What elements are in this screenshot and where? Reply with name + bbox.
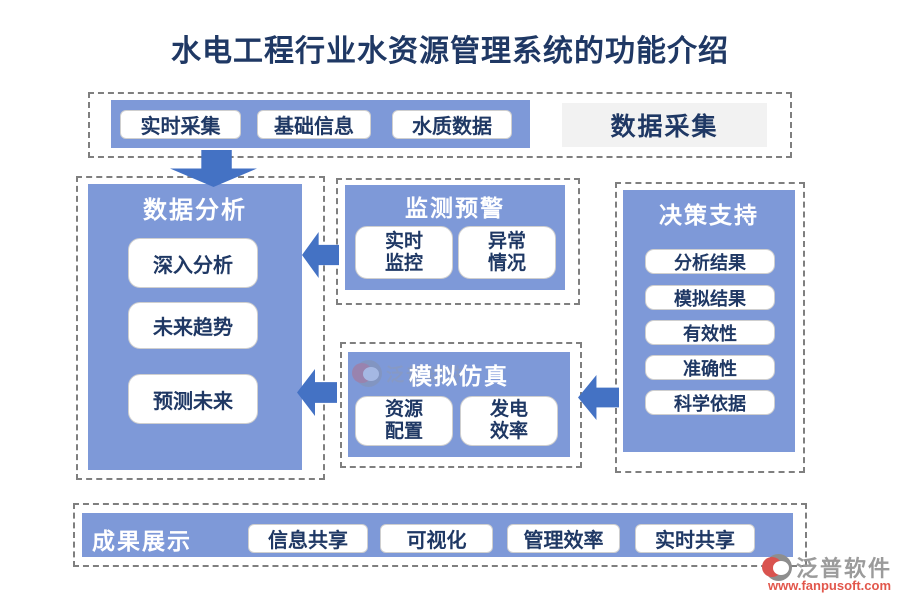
fanpu-logo: 泛普软件 bbox=[762, 551, 893, 583]
button-line: 资源 bbox=[384, 399, 423, 421]
button-line: 发电 bbox=[489, 399, 528, 421]
button-realtime-sharing[interactable]: 实时共享 bbox=[635, 524, 755, 553]
data-collection-group bbox=[88, 92, 792, 158]
button-deep-analysis[interactable]: 深入分析 bbox=[128, 238, 258, 288]
fanpu-logo-icon bbox=[352, 360, 382, 387]
button-management-efficiency[interactable]: 管理效率 bbox=[507, 524, 620, 553]
button-line: 效率 bbox=[489, 421, 528, 442]
button-line: 监控 bbox=[384, 252, 423, 274]
button-line: 情况 bbox=[487, 252, 526, 274]
fanpu-brand-text: 泛普软件 bbox=[386, 364, 466, 385]
monitoring-group bbox=[336, 178, 580, 305]
fanpu-watermark-faint: 泛普软件 bbox=[352, 360, 466, 387]
results-group bbox=[73, 503, 807, 567]
button-basic-info[interactable]: 基础信息 bbox=[257, 110, 371, 139]
button-effectiveness[interactable]: 有效性 bbox=[645, 320, 775, 345]
data-analysis-title: 数据分析 bbox=[143, 198, 247, 224]
button-line: 实时 bbox=[384, 230, 423, 252]
button-line: 配置 bbox=[384, 421, 423, 442]
page-title: 水电工程行业水资源管理系统的功能介绍 bbox=[171, 35, 729, 68]
button-future-trend[interactable]: 未来趋势 bbox=[128, 302, 258, 349]
fanpu-brand-text: 泛普软件 bbox=[796, 556, 893, 581]
simulation-group bbox=[340, 342, 582, 468]
simulation-title: 模拟仿真 bbox=[409, 364, 509, 389]
decision-support-title: 决策支持 bbox=[659, 203, 759, 228]
button-resource-allocation[interactable]: 资源 配置 bbox=[355, 396, 453, 446]
monitoring-title: 监测预警 bbox=[405, 196, 505, 221]
button-scientific-basis[interactable]: 科学依据 bbox=[645, 390, 775, 415]
button-realtime-collection[interactable]: 实时采集 bbox=[120, 110, 241, 139]
results-title: 成果展示 bbox=[92, 529, 192, 554]
button-abnormal-situation[interactable]: 异常 情况 bbox=[458, 226, 556, 279]
button-realtime-monitoring[interactable]: 实时 监控 bbox=[355, 226, 453, 279]
button-power-generation-efficiency[interactable]: 发电 效率 bbox=[460, 396, 558, 446]
button-accuracy[interactable]: 准确性 bbox=[645, 355, 775, 380]
decision-support-group bbox=[615, 182, 805, 473]
button-visualization[interactable]: 可视化 bbox=[380, 524, 493, 553]
button-info-sharing[interactable]: 信息共享 bbox=[248, 524, 368, 553]
button-water-quality-data[interactable]: 水质数据 bbox=[392, 110, 512, 139]
fanpu-logo-icon bbox=[762, 553, 792, 581]
button-simulation-result[interactable]: 模拟结果 bbox=[645, 285, 775, 310]
button-line: 异常 bbox=[487, 230, 526, 252]
button-analysis-result[interactable]: 分析结果 bbox=[645, 249, 775, 274]
fanpu-url: www.fanpusoft.com bbox=[768, 578, 892, 593]
data-collection-label: 数据采集 bbox=[562, 103, 767, 147]
button-predict-future[interactable]: 预测未来 bbox=[128, 374, 258, 424]
arrow-left-decision-to-simulation-icon bbox=[578, 375, 619, 420]
